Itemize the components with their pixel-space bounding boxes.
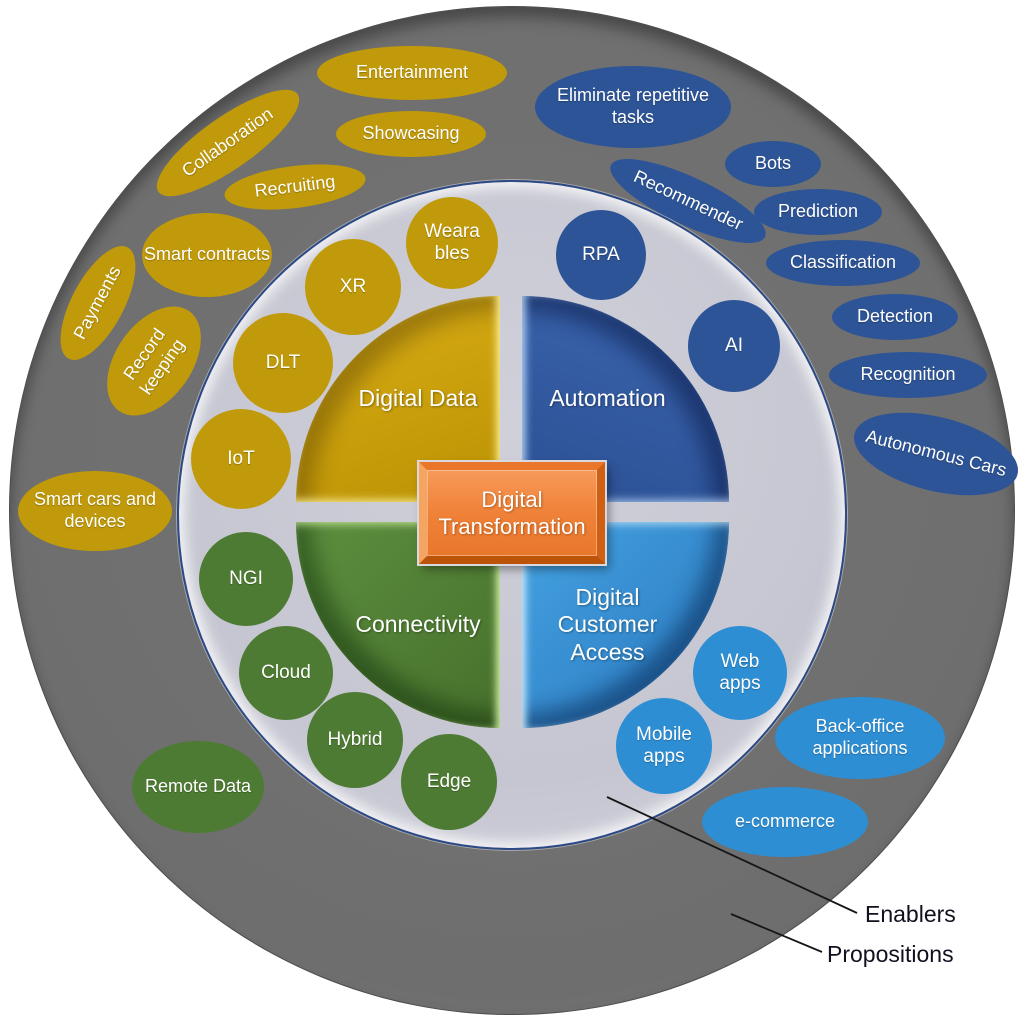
legend-propositions: Propositions	[827, 941, 954, 967]
enabler-ngi: NGI	[199, 532, 293, 626]
proposition-eliminate-repetitive-tasks: Eliminate repetitive tasks	[535, 66, 731, 148]
enabler-mobile-apps: Mobile apps	[616, 698, 712, 794]
enabler-cloud: Cloud	[239, 626, 333, 720]
enabler-dlt: DLT	[233, 313, 333, 413]
center-digital-transformation: Digital Transformation	[419, 462, 605, 564]
enabler-hybrid: Hybrid	[307, 692, 403, 788]
enabler-iot: IoT	[191, 409, 291, 509]
proposition-classification: Classification	[766, 240, 920, 286]
enabler-wearables: Wearables	[406, 197, 498, 289]
proposition-smart-cars-and-devices: Smart cars and devices	[18, 471, 172, 551]
enabler-web-apps: Web apps	[693, 626, 787, 720]
proposition-back-office-applications: Back-office applications	[775, 697, 945, 779]
proposition-smart-contracts: Smart contracts	[142, 213, 272, 297]
proposition-showcasing: Showcasing	[336, 111, 486, 157]
quadrant-connectivity-label: Connectivity	[355, 611, 481, 638]
proposition-entertainment: Entertainment	[317, 46, 507, 100]
enabler-edge: Edge	[401, 734, 497, 830]
legend-enablers: Enablers	[865, 901, 956, 927]
proposition-remote-data: Remote Data	[132, 741, 264, 833]
enabler-ai: AI	[688, 300, 780, 392]
center-label: Digital Transformation	[438, 486, 586, 540]
proposition-detection: Detection	[832, 294, 958, 340]
proposition-bots: Bots	[725, 141, 821, 187]
proposition-prediction: Prediction	[754, 189, 882, 235]
quadrant-automation-label: Automation	[549, 385, 666, 412]
enabler-xr: XR	[305, 239, 401, 335]
quadrant-digital-customer-access-label: Digital Customer Access	[557, 584, 658, 665]
proposition-recognition: Recognition	[829, 352, 987, 398]
enabler-rpa: RPA	[556, 210, 646, 300]
quadrant-digital-data-label: Digital Data	[358, 385, 478, 412]
proposition-e-commerce: e-commerce	[702, 787, 868, 857]
